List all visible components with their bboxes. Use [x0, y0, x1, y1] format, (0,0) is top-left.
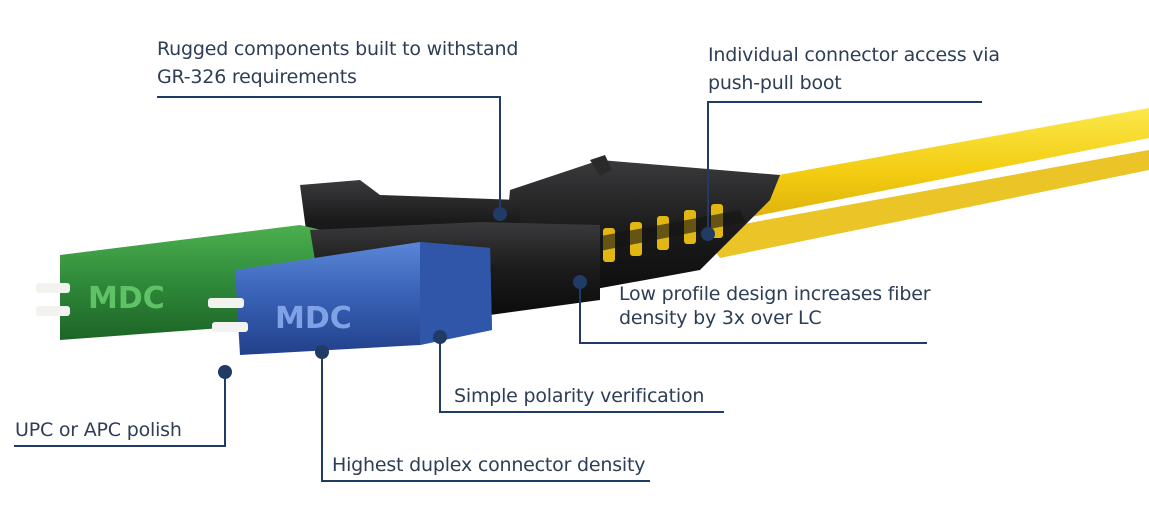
callout-line-density — [321, 353, 650, 482]
callout-line-polarity — [439, 338, 724, 413]
callout-line-low-profile — [579, 283, 927, 344]
callout-polarity: Simple polarity verification — [454, 385, 705, 407]
callout-line-polish — [14, 372, 226, 447]
green-logo: MDC — [88, 281, 165, 316]
callout-push-pull-line2: push-pull boot — [708, 72, 842, 94]
blue-connector: MDC — [208, 222, 600, 355]
callout-dot-density — [315, 345, 329, 359]
callout-polish: UPC or APC polish — [15, 419, 182, 441]
callout-push-pull-line1: Individual connector access via — [708, 44, 1000, 66]
callout-dots — [218, 207, 715, 379]
callout-line-rugged — [157, 96, 501, 214]
callout-low-profile-line1: Low profile design increases fiber — [619, 283, 931, 305]
callout-lines — [14, 96, 982, 482]
blue-logo: MDC — [275, 301, 352, 336]
callout-density: Highest duplex connector density — [332, 454, 646, 476]
fiber-cables — [640, 108, 1149, 258]
callout-line-push-pull — [707, 101, 982, 232]
callout-rugged-line2: GR-326 requirements — [157, 66, 357, 88]
callout-rugged-line1: Rugged components built to withstand — [157, 38, 519, 60]
callout-dot-push-pull — [701, 227, 715, 241]
callout-dot-low-profile — [573, 275, 587, 289]
callout-low-profile-line2: density by 3x over LC — [619, 307, 822, 329]
callout-dot-polish — [218, 365, 232, 379]
callout-dot-polarity — [433, 330, 447, 344]
callout-dot-rugged — [493, 207, 507, 221]
